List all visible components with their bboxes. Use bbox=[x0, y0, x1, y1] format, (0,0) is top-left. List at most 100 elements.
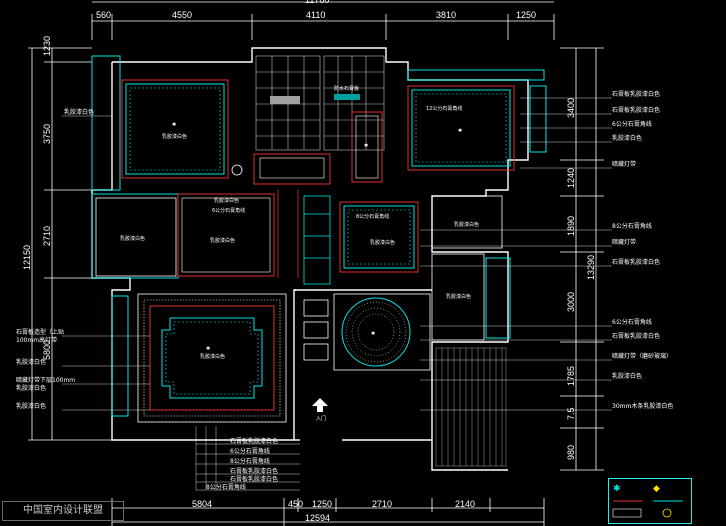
left-dim-3: 2710 bbox=[42, 226, 52, 246]
legend-box-symbol bbox=[612, 508, 642, 518]
room-bedroom-w1 bbox=[95, 197, 177, 277]
note-right-7: 暗藏灯带 bbox=[612, 238, 636, 246]
note-left-1: 乳胶漆白色 bbox=[64, 108, 94, 116]
note-bottom-4: 石膏板乳胶漆白色 bbox=[230, 467, 278, 475]
note-left-5: 暗藏灯带下层100mm bbox=[16, 376, 75, 384]
leaders-left bbox=[62, 115, 150, 411]
note-bottom-1: 石膏板乳胶漆白色 bbox=[230, 437, 278, 445]
right-dim-4: 3000 bbox=[566, 292, 576, 312]
note-right-5: 暗藏灯带 bbox=[612, 160, 636, 168]
label-master: 乳胶漆白色 bbox=[162, 133, 187, 140]
note-right-11: 暗藏灯带（磨砂玻璃） bbox=[612, 352, 672, 360]
top-dim-3: 4110 bbox=[306, 10, 325, 20]
bottom-dim-2: 450 bbox=[288, 499, 303, 509]
corridor-bulkhead bbox=[253, 111, 383, 185]
legend-box: ✱ ◆ bbox=[608, 478, 692, 524]
label-small-room: 乳胶漆白色 bbox=[454, 221, 479, 228]
note-right-10: 石膏板乳胶漆白色 bbox=[612, 332, 660, 340]
label-bedroom-ne: 12公分石膏角线 bbox=[426, 105, 462, 112]
top-dimension-chain bbox=[91, 1, 555, 40]
top-dim-overall: 11780 bbox=[305, 0, 329, 5]
bottom-dimension-chain bbox=[111, 498, 545, 526]
balcony-deck bbox=[435, 347, 507, 467]
note-left-2: 石膏板造型（上贴 bbox=[16, 328, 64, 336]
left-dim-2: 3750 bbox=[42, 124, 52, 144]
room-living bbox=[137, 293, 287, 423]
note-right-2: 石膏板乳胶漆白色 bbox=[612, 106, 660, 114]
entrance-arrow-icon bbox=[312, 398, 328, 412]
label-bedroom-w2: 乳胶漆白色 bbox=[210, 237, 235, 244]
note-right-3: 6公分石膏角线 bbox=[612, 120, 652, 128]
right-dim-3: 1890 bbox=[566, 216, 576, 236]
room-master bbox=[121, 79, 229, 179]
walls bbox=[91, 47, 529, 471]
bottom-dim-5: 2140 bbox=[455, 499, 475, 509]
note-right-6: 8公分石膏角线 bbox=[612, 222, 652, 230]
note-bottom-5: 石膏板乳胶漆白色 bbox=[230, 475, 278, 483]
label-living: 乳胶漆白色 bbox=[200, 353, 225, 360]
bottom-dim-4: 2710 bbox=[372, 499, 392, 509]
right-dimension-chain bbox=[560, 47, 604, 471]
note-left-6: 乳胶漆白色 bbox=[16, 384, 46, 392]
note-bottom-2: 6公分石膏角线 bbox=[230, 447, 270, 455]
lamp-master-icon: ✱ bbox=[172, 122, 177, 128]
label-bedroom-w1: 乳胶漆白色 bbox=[120, 235, 145, 242]
top-dim-5: 1250 bbox=[516, 10, 536, 20]
label-study: 乳胶漆白色 bbox=[370, 239, 395, 246]
lamp-living-icon: ✱ bbox=[206, 346, 211, 352]
bottom-dim-1: 5804 bbox=[192, 499, 212, 509]
room-small bbox=[431, 195, 503, 249]
legend-spot-icon: ◆ bbox=[653, 484, 660, 494]
legend-lamp-icon: ✱ bbox=[613, 484, 621, 494]
note-left-3: 100mm高灯带 bbox=[16, 336, 57, 344]
label-bedroom-w2-note: 6公分石膏角线 bbox=[212, 207, 245, 214]
label-balcony-room: 乳胶漆白色 bbox=[446, 293, 471, 300]
left-dim-4: 5800 bbox=[42, 340, 52, 360]
bottom-dim-overall: 12594 bbox=[305, 513, 330, 523]
top-dim-4: 3810 bbox=[436, 10, 456, 20]
right-dim-overall: 13290 bbox=[586, 255, 596, 280]
divider-blocks bbox=[303, 299, 329, 361]
entrance-label: 入门 bbox=[316, 415, 326, 422]
label-study-note: 8公分石膏角线 bbox=[356, 213, 389, 220]
right-dim-5: 1785 bbox=[566, 366, 576, 386]
lamp-dining-icon: ✱ bbox=[371, 331, 376, 337]
room-kitchen-grid bbox=[323, 55, 385, 151]
ceiling-lamp bbox=[231, 164, 243, 176]
room-bedroom-ne bbox=[407, 85, 515, 171]
exhaust-fan bbox=[270, 96, 300, 104]
bottom-dim-3: 1250 bbox=[312, 499, 332, 509]
note-left-7: 乳胶漆白色 bbox=[16, 402, 46, 410]
note-bottom-6: 8公分石膏角线 bbox=[206, 483, 246, 491]
label-kitchen: 防水石膏板 bbox=[334, 85, 359, 92]
note-right-13: 30mm木条乳胶漆白色 bbox=[612, 402, 673, 410]
right-dim-6: 7.5 bbox=[566, 407, 576, 420]
left-dim-overall: 12150 bbox=[22, 245, 32, 270]
note-left-4: 乳胶漆白色 bbox=[16, 358, 46, 366]
right-dim-1: 3400 bbox=[566, 98, 576, 118]
note-bottom-3: 8公分石膏角线 bbox=[230, 457, 270, 465]
lamp-corridor-icon: ✱ bbox=[364, 143, 369, 149]
room-study bbox=[339, 201, 419, 273]
room-dining bbox=[333, 293, 431, 371]
note-right-4: 乳胶漆白色 bbox=[612, 134, 642, 142]
note-right-12: 乳胶漆白色 bbox=[612, 372, 642, 380]
left-dim-1: 1230 bbox=[42, 36, 52, 56]
window-bands bbox=[91, 55, 547, 417]
kitchen-light bbox=[334, 94, 360, 100]
top-dim-2: 4550 bbox=[172, 10, 192, 20]
lamp-ne-icon: ✱ bbox=[458, 128, 463, 134]
legend-circle-symbol bbox=[662, 508, 672, 518]
hallway-trim bbox=[277, 190, 299, 278]
note-right-1: 石膏板乳胶漆白色 bbox=[612, 90, 660, 98]
note-right-8: 石膏板乳胶漆白色 bbox=[612, 258, 660, 266]
watermark: 中国室内设计联盟 bbox=[2, 501, 124, 521]
leaders-bottom bbox=[195, 426, 300, 491]
top-dim-1: 560 bbox=[96, 10, 111, 20]
note-right-9: 6公分石膏角线 bbox=[612, 318, 652, 326]
leaders-right bbox=[420, 97, 612, 411]
right-dim-2: 1240 bbox=[566, 168, 576, 188]
left-dimension-chain bbox=[28, 47, 112, 441]
room-bedroom-w2 bbox=[177, 193, 275, 277]
